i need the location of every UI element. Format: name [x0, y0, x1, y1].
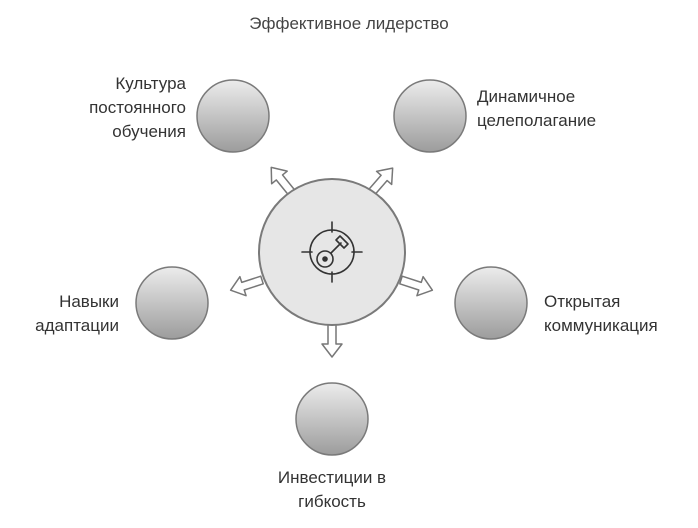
node-circle-culture: [196, 79, 270, 153]
label-culture: Культура постоянного обучения: [40, 72, 186, 144]
label-goals: Динамичное целеполагание: [477, 85, 677, 133]
label-adaptation-line-1: Навыки: [59, 292, 119, 311]
label-flexibility: Инвестиции в гибкость: [232, 466, 432, 514]
label-flexibility-line-2: гибкость: [298, 492, 366, 511]
label-communication-line-1: Открытая: [544, 292, 621, 311]
label-communication-line-2: коммуникация: [544, 316, 658, 335]
label-culture-line-2: постоянного: [89, 98, 186, 117]
node-circle-communication: [454, 266, 528, 340]
arrow-to-culture: [270, 166, 296, 197]
label-culture-line-3: обучения: [112, 122, 186, 141]
node-circle-flexibility: [295, 382, 369, 456]
label-culture-line-1: Культура: [115, 74, 186, 93]
diagram-title: Эффективное лидерство: [249, 14, 449, 33]
label-communication: Открытая коммуникация: [544, 290, 694, 338]
node-circle-goals: [393, 79, 467, 153]
target-key-icon: [301, 221, 363, 283]
label-flexibility-line-1: Инвестиции в: [277, 468, 387, 487]
label-adaptation-line-2: адаптации: [35, 316, 119, 335]
arrow-to-communication: [399, 275, 434, 297]
label-goals-line-2: целеполагание: [477, 111, 597, 130]
label-goals-line-1: Динамичное: [477, 87, 576, 106]
node-circle-adaptation: [135, 266, 209, 340]
arrow-to-adaptation: [229, 275, 264, 297]
arrow-to-flexibility: [321, 323, 343, 358]
label-adaptation: Навыки адаптации: [0, 290, 119, 338]
